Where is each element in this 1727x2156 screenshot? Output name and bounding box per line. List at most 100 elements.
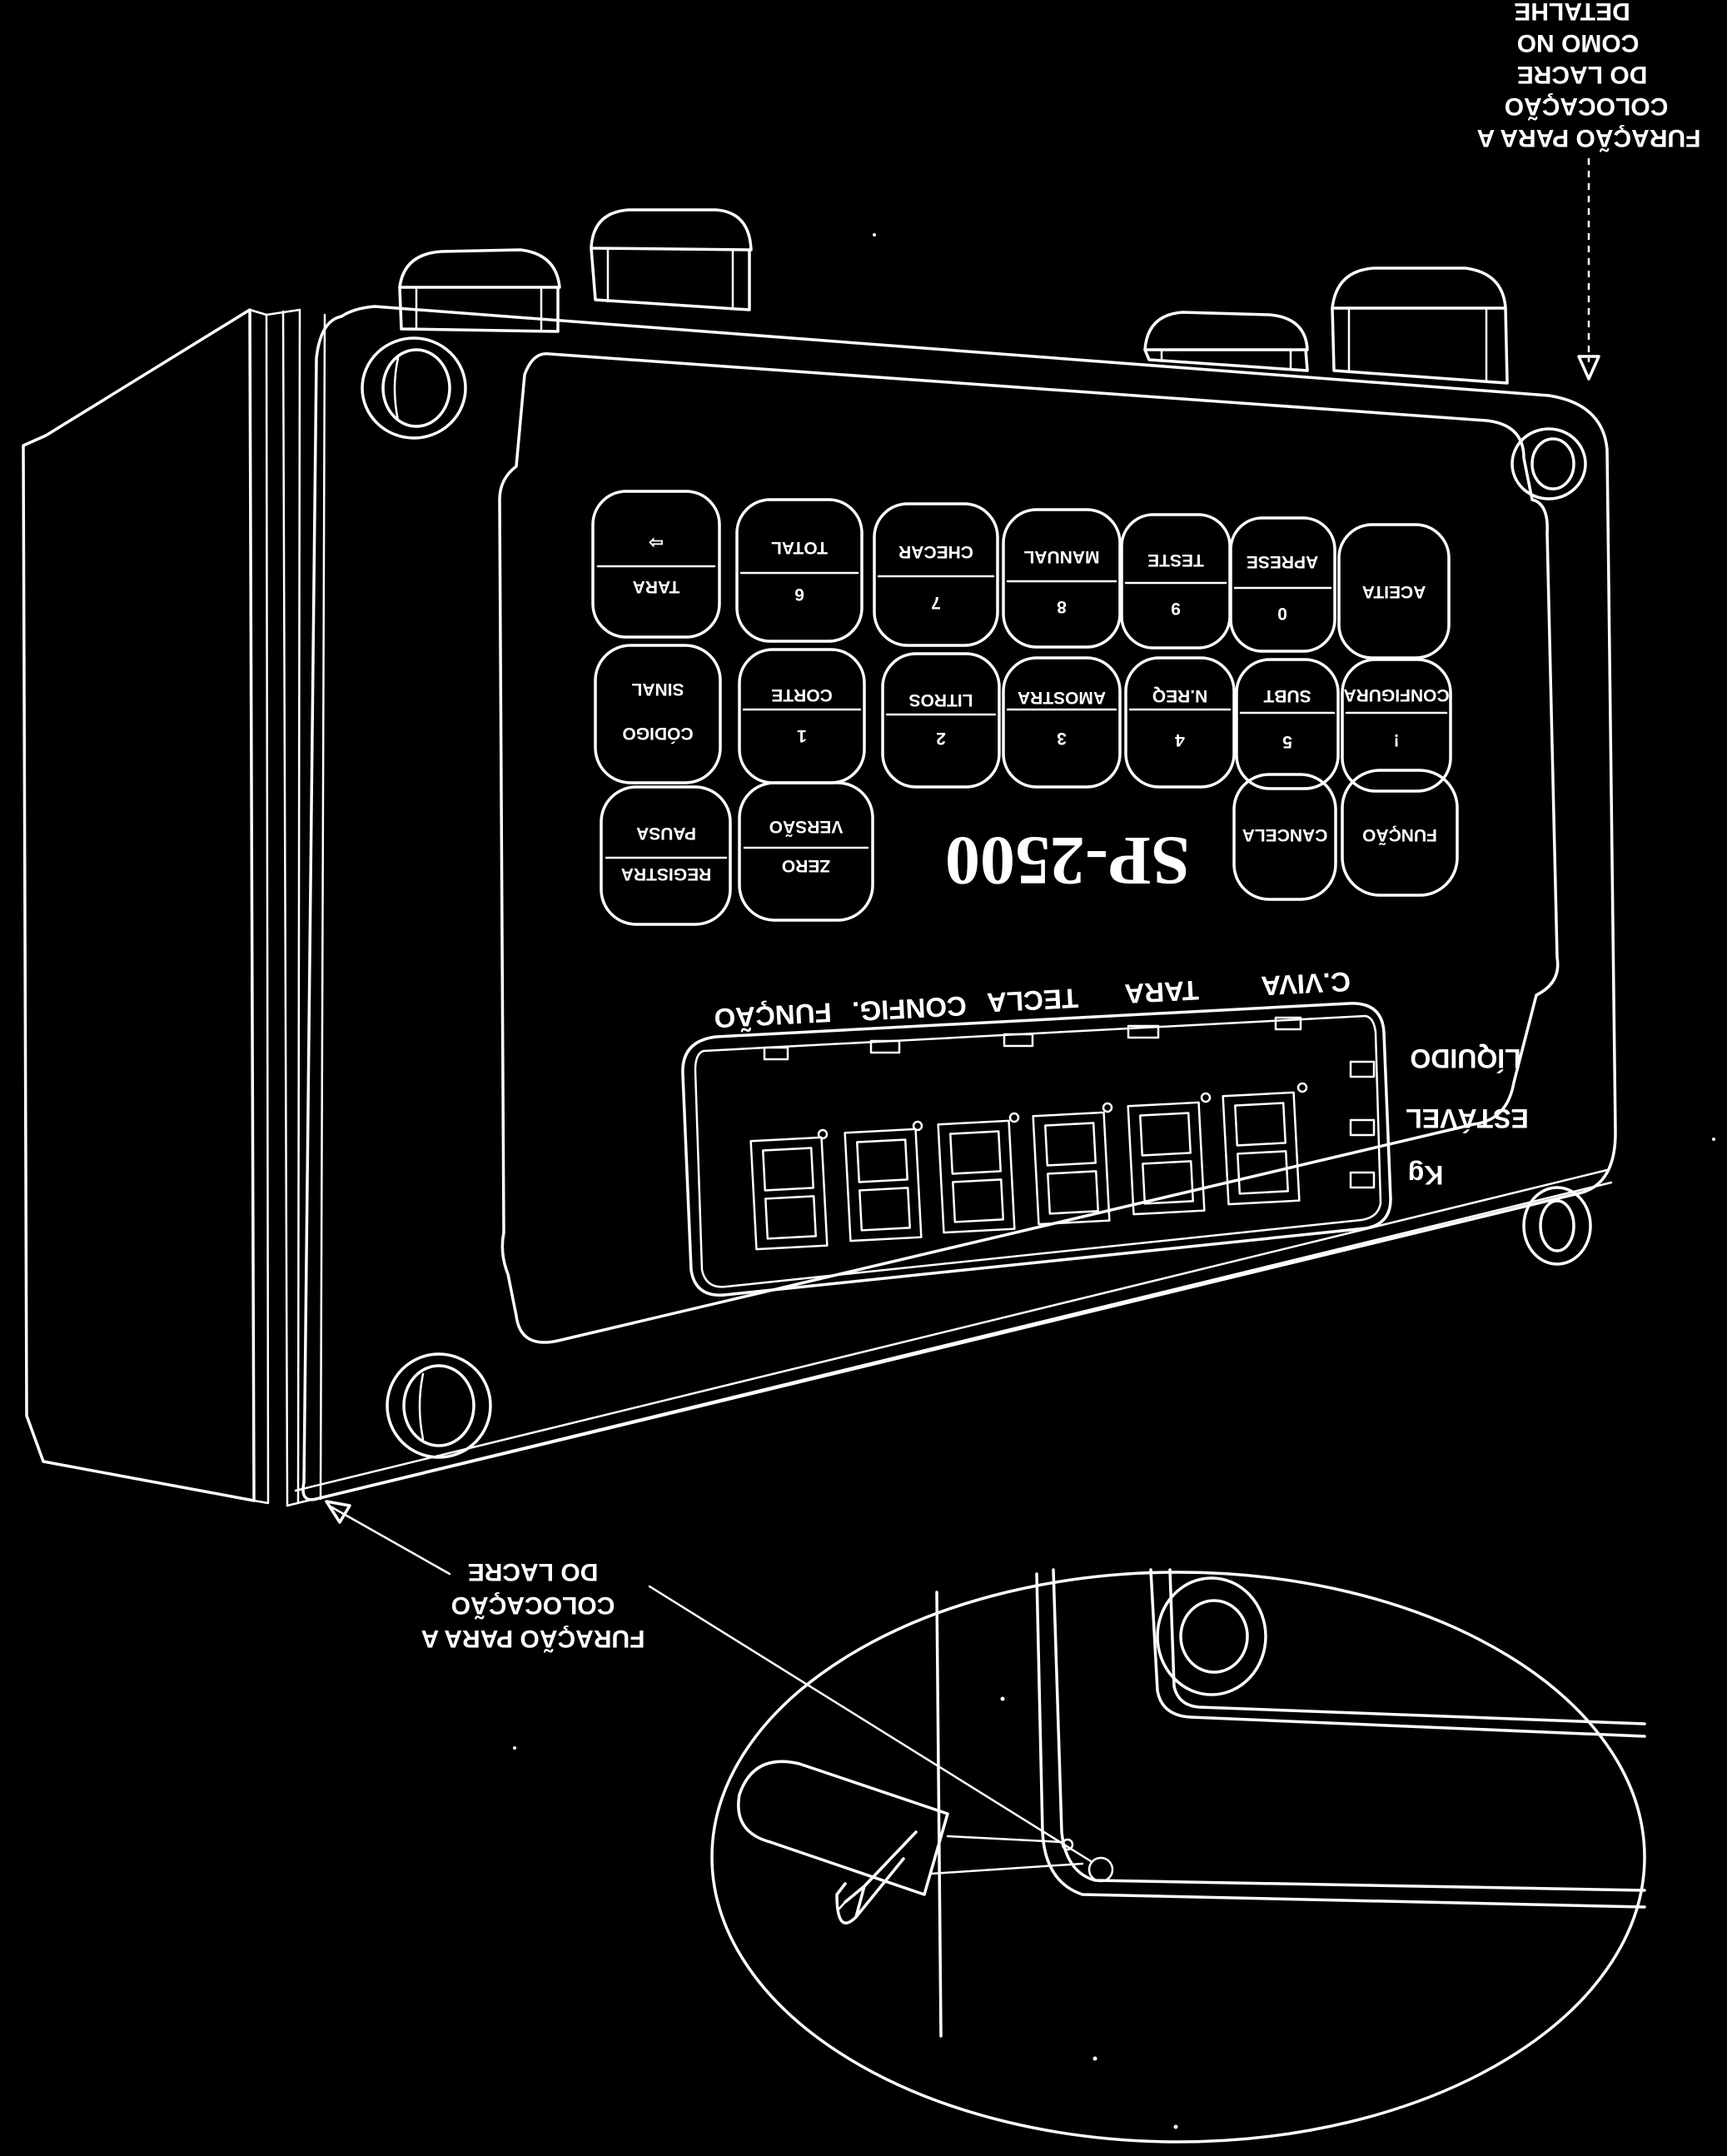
key-pausa-registra[interactable]: PAUSA REGISTRA <box>600 785 732 926</box>
key-exclaim-bottom: ! <box>1394 730 1400 749</box>
callout-top-line-5: DETALHE <box>1514 0 1630 25</box>
key-7-bottom: 7 <box>931 593 941 612</box>
key-tara-bottom: TARA <box>633 577 680 596</box>
key-pausa-top: PAUSA <box>636 824 696 843</box>
led-kg <box>1349 1171 1376 1189</box>
label-config: CONFIG. <box>851 990 967 1027</box>
key-checar-7[interactable]: CHECAR 7 <box>873 502 999 647</box>
key-subt-top: SUBT <box>1263 686 1311 705</box>
display-window <box>681 1002 1392 1297</box>
digit-5 <box>1127 1092 1212 1216</box>
display: FUNÇÃO CONFIG. TECLA TARA C.VIVA LÍQUIDO… <box>681 966 1529 1297</box>
key-2-bottom: 2 <box>936 729 946 748</box>
key-funcao[interactable]: FUNÇÃO <box>1341 769 1459 897</box>
cable-gland-1 <box>398 248 561 333</box>
callout-top-arrow <box>1577 355 1600 381</box>
label-cviva: C.VIVA <box>1260 966 1351 1002</box>
callout-top-line-3: DO LACRE <box>1517 61 1648 88</box>
callout-bottom-line-1: FURAÇÃO PARA A <box>421 1625 645 1653</box>
key-litros-top: LITROS <box>909 690 973 710</box>
key-aprese-0[interactable]: APRESE 0 <box>1229 516 1336 653</box>
keypad: ⇦ TARA TOTAL 6 CHECAR 7 MANUAL 8 TESTE 9 <box>591 490 1459 926</box>
key-registra-bottom: REGISTRA <box>621 864 712 884</box>
key-sinal-codigo[interactable]: SINAL CÓDIGO <box>594 644 722 784</box>
key-amostra-top: AMOSTRA <box>1018 688 1106 707</box>
key-configura[interactable]: CONFIGURA ! <box>1341 658 1452 793</box>
callout-top-line-4: COMO NO <box>1517 29 1640 57</box>
callout-top-line-1: FURAÇÃO PARA A <box>1477 124 1701 152</box>
digit-4 <box>1032 1102 1113 1226</box>
digit-3 <box>937 1112 1020 1234</box>
key-teste-top: TESTE <box>1147 550 1204 570</box>
callout-top-line-2: COLOCAÇÃO <box>1505 92 1669 121</box>
led-cviva <box>1274 1016 1302 1031</box>
front-plate-inner <box>498 351 1560 1344</box>
key-6-bottom: 6 <box>794 585 804 604</box>
key-total-6[interactable]: TOTAL 6 <box>735 498 864 643</box>
led-tara <box>1127 1024 1160 1039</box>
key-9-bottom: 9 <box>1171 599 1181 618</box>
cable-gland-2 <box>590 208 753 311</box>
led-tecla <box>1003 1033 1034 1048</box>
callout-bottom-line-3: DO LACRE <box>468 1558 599 1586</box>
key-codigo-bottom: CÓDIGO <box>622 724 693 744</box>
key-tara-top: ⇦ <box>649 533 664 552</box>
label-kg: Kg <box>1408 1160 1444 1190</box>
key-nreq-top: N.REQ <box>1152 686 1208 705</box>
front-plate-outer <box>301 305 1617 1501</box>
label-funcao: FUNÇÃO <box>714 997 833 1033</box>
cable-gland-3 <box>1143 311 1309 372</box>
key-0-bottom: 0 <box>1277 604 1287 623</box>
key-1-bottom: 1 <box>797 726 807 745</box>
key-nreq-4[interactable]: N.REQ 4 <box>1124 656 1236 789</box>
key-corte-1[interactable]: CORTE 1 <box>738 648 866 784</box>
detail-ellipse <box>710 1571 1646 2144</box>
key-tara[interactable]: ⇦ TARA <box>591 490 721 639</box>
key-aceita[interactable]: ACEITA <box>1337 523 1451 660</box>
led-config <box>869 1039 901 1054</box>
label-liquido: LÍQUIDO <box>1410 1043 1520 1073</box>
key-versao-top: VERSÃO <box>769 817 844 836</box>
label-tara: TARA <box>1124 975 1200 1010</box>
detail-view <box>710 1568 1646 2144</box>
key-versao-zero[interactable]: VERSÃO ZERO <box>738 781 874 922</box>
screw-top-right <box>1511 427 1587 500</box>
key-5-bottom: 5 <box>1282 732 1292 751</box>
digit-1 <box>749 1128 829 1251</box>
label-tecla: TECLA <box>986 983 1079 1018</box>
key-aceita-label: ACEITA <box>1362 582 1426 601</box>
key-8-bottom: 8 <box>1057 597 1067 616</box>
key-configura-top: CONFIGURA <box>1343 685 1449 705</box>
model-name: SP-2500 <box>945 822 1190 899</box>
key-sinal-top: SINAL <box>631 680 684 699</box>
key-litros-2[interactable]: LITROS 2 <box>881 652 1001 789</box>
screw-top-left <box>361 336 467 440</box>
key-cancela[interactable]: CANCELA <box>1232 773 1337 901</box>
drill-bit <box>737 1760 1084 1924</box>
digit-2 <box>844 1120 923 1242</box>
key-manual-top: MANUAL <box>1023 547 1099 566</box>
key-checar-top: CHECAR <box>898 542 973 561</box>
callout-bottom-arrow <box>325 1500 351 1524</box>
key-corte-top: CORTE <box>771 685 833 705</box>
callout-top-right: FURAÇÃO PARA A COLOCAÇÃO DO LACRE COMO N… <box>1477 0 1701 381</box>
key-manual-8[interactable]: MANUAL 8 <box>1002 508 1122 649</box>
key-cancela-label: CANCELA <box>1242 825 1328 844</box>
key-teste-9[interactable]: TESTE 9 <box>1120 513 1232 650</box>
key-amostra-3[interactable]: AMOSTRA 3 <box>1002 656 1122 789</box>
led-liquido <box>1349 1060 1376 1078</box>
key-3-bottom: 3 <box>1057 729 1067 748</box>
callout-bottom-line-2: COLOCAÇÃO <box>451 1591 615 1620</box>
enclosure <box>22 208 1617 1507</box>
key-aprese-top: APRESE <box>1247 552 1318 571</box>
screw-bottom-right <box>1522 1186 1592 1266</box>
enclosure-side-panel <box>22 308 256 1502</box>
key-total-top: TOTAL <box>771 538 828 557</box>
digit-6 <box>1222 1082 1308 1206</box>
cable-gland-4 <box>1331 266 1509 385</box>
callout-bottom-left: FURAÇÃO PARA A COLOCAÇÃO DO LACRE <box>325 1500 1092 1863</box>
key-subt-5[interactable]: SUBT 5 <box>1235 658 1340 790</box>
key-4-bottom: 4 <box>1175 730 1185 749</box>
